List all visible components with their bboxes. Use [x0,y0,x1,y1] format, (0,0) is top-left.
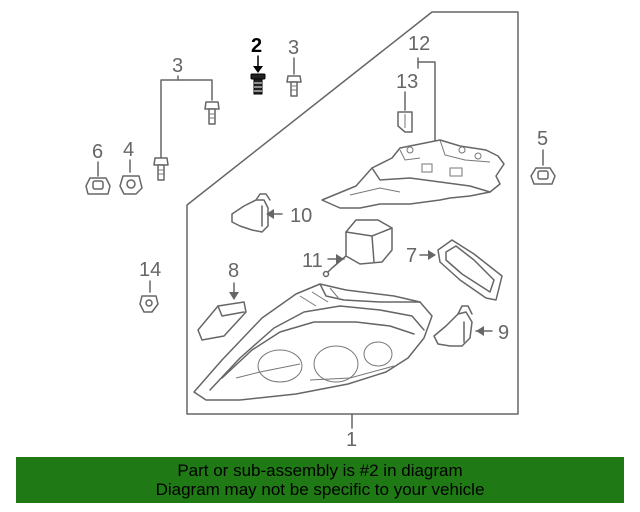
part-12-housing-bracket[interactable] [321,139,505,209]
callout-12[interactable]: 12 [408,33,430,55]
info-banner: Part or sub-assembly is #2 in diagram Di… [16,457,624,503]
callout-7[interactable]: 7 [406,245,417,267]
callout-3-right[interactable]: 3 [288,37,299,59]
callout-10[interactable]: 10 [290,205,312,227]
part-2-screw[interactable]: 2 [250,35,266,95]
callout-13[interactable]: 13 [396,71,418,93]
callout-5[interactable]: 5 [537,128,548,150]
callout-9[interactable]: 9 [498,322,509,344]
assembly-outline [186,11,519,415]
part-13-bracket[interactable]: 13 [396,71,418,133]
part-8-lens[interactable]: 8 [197,260,247,341]
part-9-bulb[interactable]: 9 [433,305,509,347]
part-11-module[interactable]: 11 [302,219,393,278]
callout-8[interactable]: 8 [228,260,239,282]
part-5-clip[interactable]: 5 [530,128,556,185]
part-14-retainer[interactable]: 14 [139,259,161,313]
headlamp-assembly[interactable] [193,283,433,401]
callout-6[interactable]: 6 [92,141,103,163]
part-7-seal[interactable]: 7 [406,239,503,301]
parts-diagram: 1 2 3 3 6 [85,11,556,451]
callout-line-12 [417,57,436,141]
callout-3-left[interactable]: 3 [172,55,183,77]
banner-line-2: Diagram may not be specific to your vehi… [155,480,485,499]
callout-14[interactable]: 14 [139,259,161,281]
callout-2[interactable]: 2 [251,35,262,57]
part-3-bolts-left[interactable]: 3 [153,55,220,181]
part-3-bolt-right[interactable]: 3 [286,37,302,97]
callout-1[interactable]: 1 [346,429,357,451]
banner-line-1: Part or sub-assembly is #2 in diagram [177,461,463,480]
part-4-nut[interactable]: 4 [119,139,143,195]
callout-11[interactable]: 11 [302,250,323,272]
part-6-clip[interactable]: 6 [85,141,111,195]
callout-4[interactable]: 4 [123,139,134,161]
part-10-bulb[interactable]: 10 [231,193,312,233]
